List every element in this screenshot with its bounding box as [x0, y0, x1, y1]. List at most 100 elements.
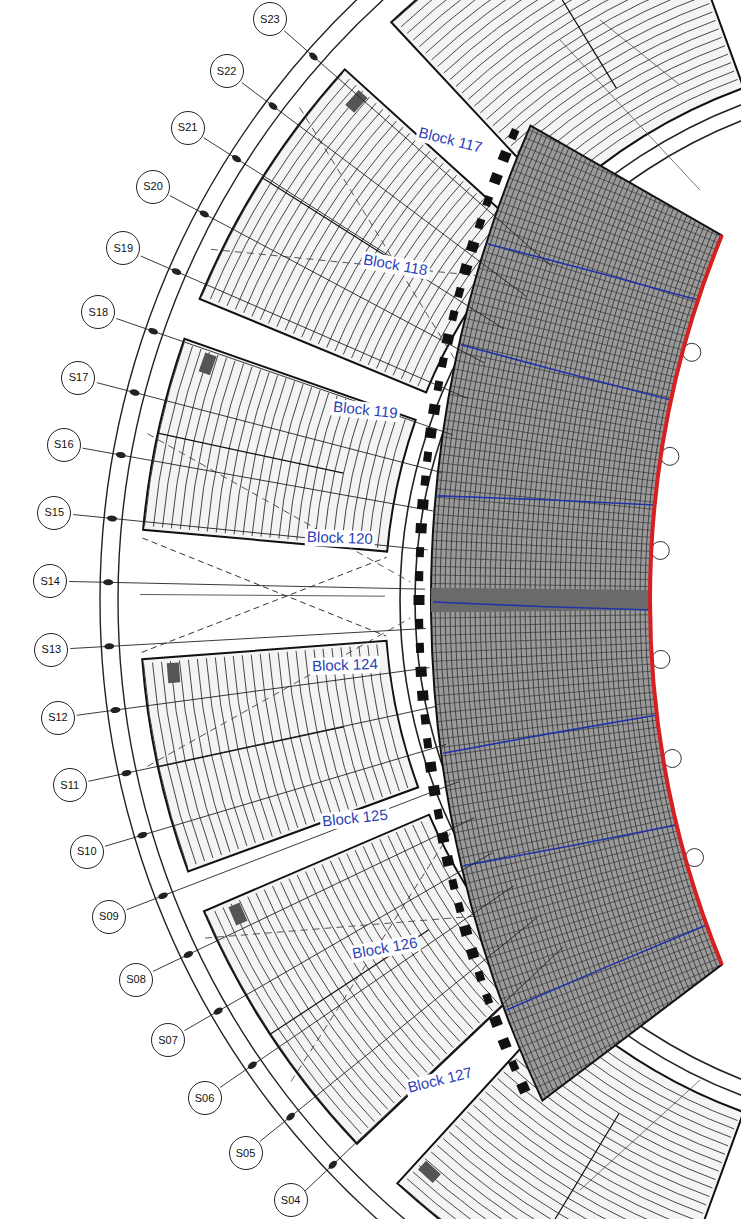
seat-row — [635, 157, 741, 1043]
seat-line — [535, 104, 741, 200]
grid-marker — [171, 267, 183, 276]
seat-line — [511, 160, 725, 245]
gridline-bubble: S20 — [136, 170, 170, 204]
seat-line — [521, 975, 732, 1065]
seat-row — [431, 1152, 672, 1219]
seat-row — [645, 161, 741, 1038]
seat-line — [538, 96, 741, 194]
seat-row — [347, 854, 467, 1036]
seat-line — [444, 768, 670, 808]
seat-row — [437, 1145, 675, 1219]
entry-block — [416, 643, 424, 653]
stair-hatch — [418, 1161, 441, 1183]
block-division — [461, 345, 671, 400]
gridline-bubble: S22 — [210, 54, 244, 88]
seat-line — [528, 988, 738, 1081]
dashed-line — [300, 107, 463, 372]
grid-marker — [212, 1006, 224, 1016]
seat-line — [505, 943, 720, 1026]
seat-line — [508, 949, 722, 1033]
entry-block — [415, 571, 423, 581]
seat-line — [495, 201, 712, 279]
grid-line — [220, 886, 513, 1088]
grid-line — [204, 138, 504, 329]
seat-line — [472, 863, 693, 926]
dashed-line — [147, 618, 410, 766]
grid-line — [70, 628, 425, 648]
grid-marker — [157, 891, 168, 900]
grid-line — [73, 515, 427, 550]
grid-marker — [247, 1060, 259, 1071]
gridline-text: S04 — [281, 1195, 301, 1206]
entry-block — [466, 947, 479, 960]
seat-line — [531, 112, 741, 207]
edge-bump — [652, 650, 670, 668]
grid-line — [127, 782, 459, 910]
gridline-bubble: S23 — [253, 2, 287, 36]
entry-block — [482, 195, 493, 207]
grid-marker — [308, 51, 319, 62]
block-label: Block 120 — [305, 529, 375, 548]
entry-block — [448, 310, 458, 322]
entry-block — [508, 128, 519, 140]
seat-line — [499, 930, 715, 1009]
aisle-band — [431, 588, 650, 613]
entry-block — [437, 832, 450, 844]
seat-line — [434, 462, 662, 489]
gridline-text: S22 — [217, 66, 237, 77]
dashed-line — [142, 538, 386, 636]
seat-line — [511, 956, 724, 1042]
entry-block — [489, 1015, 503, 1028]
gridline-text: S06 — [195, 1093, 215, 1104]
seat-line — [482, 890, 701, 960]
seat-line — [490, 217, 708, 291]
entry-block — [475, 218, 486, 230]
entry-block — [459, 924, 472, 937]
gridline-bubble: S08 — [119, 963, 153, 997]
seat-row — [407, 1179, 659, 1219]
seat-line — [461, 829, 684, 884]
entry-block — [489, 172, 503, 185]
gridline-text: S15 — [45, 507, 65, 518]
seat-line — [428, 650, 658, 662]
gridline-bubble: S07 — [151, 1023, 185, 1057]
seat-line — [429, 523, 659, 538]
seat-row — [377, 419, 405, 547]
stair-hatch — [167, 662, 180, 683]
seat-line — [546, 81, 741, 182]
entry-block — [466, 240, 479, 253]
seat-row — [413, 0, 665, 40]
grid-marker — [147, 327, 158, 336]
seat-row — [360, 187, 470, 361]
seat-line — [453, 802, 678, 851]
lower-tier — [431, 126, 722, 1101]
grid-line — [170, 196, 484, 363]
seat-line — [456, 334, 680, 386]
grid-marker — [121, 769, 132, 777]
seat-line — [429, 664, 658, 679]
seat-line — [451, 795, 676, 842]
gridline-text: S08 — [126, 974, 146, 985]
entry-block — [516, 1081, 530, 1095]
seat-row — [419, 0, 668, 47]
seat-line — [458, 325, 682, 378]
seat-line — [426, 622, 656, 627]
seat-line — [430, 678, 659, 697]
seat-line — [501, 184, 716, 265]
seat-line — [484, 233, 703, 304]
seat-line — [430, 505, 659, 523]
seat-line — [528, 120, 738, 213]
grid-marker — [104, 643, 114, 650]
entry-block — [498, 1037, 512, 1050]
seat-row — [438, 0, 678, 66]
seat-line — [448, 782, 674, 826]
dashed-line — [211, 249, 520, 280]
seat-line — [443, 761, 670, 800]
grid-line — [88, 706, 436, 781]
grid-line — [260, 917, 537, 1141]
seat-line — [465, 300, 688, 358]
entry-block — [428, 404, 440, 416]
seat-line — [539, 1007, 741, 1105]
seat-row — [486, 1092, 700, 1219]
aisle-line — [270, 930, 429, 1034]
